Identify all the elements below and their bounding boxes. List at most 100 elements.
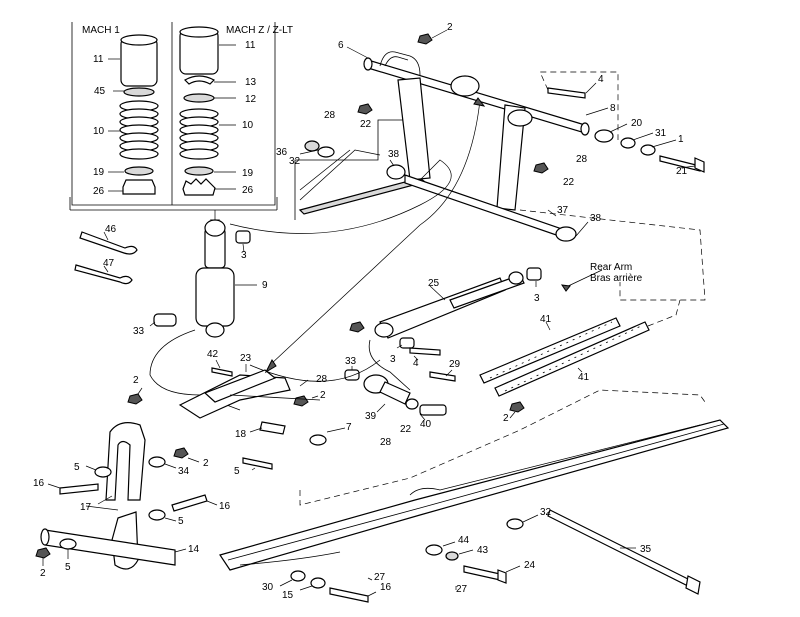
- callout-22b: 22: [563, 177, 575, 188]
- arrow-head-shock: [264, 359, 277, 374]
- callout-25: 25: [428, 278, 440, 289]
- washer-31: [620, 137, 636, 149]
- callout-21: 21: [676, 166, 688, 177]
- callout-22c: 22: [400, 424, 412, 435]
- bolt-4a: [547, 87, 586, 99]
- long-bolt-35: [547, 509, 691, 587]
- callout-3b: 3: [534, 293, 540, 304]
- washer-44: [425, 544, 443, 556]
- rear-axle-group: 5 2 34 16 17 16 5 14 2 5: [33, 422, 231, 579]
- bolt-29: [429, 371, 456, 382]
- callout-16a: 16: [33, 478, 45, 489]
- spacer-20: [594, 129, 614, 143]
- front-shock-body: [195, 267, 235, 327]
- callout-6: 6: [338, 40, 344, 51]
- support-bracket-upper: [105, 422, 146, 501]
- callout-17: 17: [80, 502, 92, 513]
- callout-7: 7: [346, 422, 352, 433]
- callout-10a: 10: [93, 126, 105, 137]
- washer-5c: [148, 509, 166, 521]
- callout-2d: 2: [503, 413, 509, 424]
- callout-29: 29: [449, 359, 461, 370]
- bolt-16c: [329, 587, 369, 603]
- rear-arm-bar-upper: [479, 317, 621, 384]
- callout-40: 40: [420, 419, 432, 430]
- callout-38a: 38: [388, 149, 400, 160]
- shaft-18: [259, 421, 286, 435]
- callout-45: 45: [94, 86, 106, 97]
- callout-3a: 3: [241, 250, 247, 261]
- callout-2e: 2: [203, 458, 209, 469]
- washer-30: [290, 570, 306, 582]
- callout-41b: 41: [578, 372, 590, 383]
- arrow-head-shaft: [473, 97, 486, 107]
- bolt-24: [463, 565, 501, 581]
- pivot-arm-23: [178, 374, 291, 419]
- washer-43: [445, 551, 459, 561]
- bolt-34: [242, 457, 273, 470]
- callout-5a: 5: [74, 462, 80, 473]
- slide-rail-group: 32 44 43 35 24 27 27 30 16 15: [219, 389, 730, 603]
- washer-19-machz: [184, 166, 214, 176]
- callout-14: 14: [188, 544, 200, 555]
- spanner-47: [74, 264, 133, 285]
- slide-rail: [219, 419, 730, 571]
- spanner-46: [79, 231, 138, 255]
- callout-31: 31: [655, 128, 667, 139]
- callout-24: 24: [524, 560, 536, 571]
- rear-arm-bar-lower: [494, 321, 650, 397]
- spacer-40: [419, 404, 447, 416]
- nut-2-rear: [349, 321, 365, 333]
- adjuster-ring-machz: [182, 178, 216, 196]
- callout-20: 20: [631, 118, 643, 129]
- nut-22b: [533, 162, 549, 174]
- callout-34: 5: [234, 466, 240, 477]
- callout-13: 13: [245, 77, 257, 88]
- callout-32b: 32: [540, 507, 552, 518]
- bushing-33b: [344, 369, 360, 381]
- front-arm-left: [397, 77, 431, 181]
- spring-machz: [179, 108, 219, 160]
- washer-32a: [317, 146, 335, 158]
- callout-28d: 28: [380, 437, 392, 448]
- rear-shock-rod: [449, 274, 525, 309]
- nut-2e: [173, 447, 189, 459]
- callout-15: 15: [282, 590, 294, 601]
- bushing-3a: [235, 230, 251, 244]
- washer-5d: [59, 538, 77, 550]
- upper-frame-assembly: 6 2 4 8 28 22 20 31 1 21 36 32 38 28 22 …: [276, 22, 706, 301]
- callout-3c: 3: [390, 354, 396, 365]
- callout-32a: 32: [289, 156, 301, 167]
- callout-23: 23: [240, 353, 252, 364]
- callout-19b: 19: [242, 168, 254, 179]
- clip-13: [184, 75, 215, 85]
- callout-27a: 27: [374, 572, 386, 583]
- callout-42: 42: [207, 349, 219, 360]
- bolt-4b: [409, 347, 441, 356]
- washer-7: [309, 434, 327, 446]
- washer-19-mach1: [124, 166, 154, 176]
- rear-arm-label: Rear Arm: [590, 262, 632, 273]
- routing-line-shock: [269, 99, 481, 366]
- callout-43: 43: [477, 545, 489, 556]
- callout-5b: 34: [178, 466, 190, 477]
- callout-26b: 26: [242, 185, 254, 196]
- bolt-42: [211, 367, 233, 377]
- bushing-38a: [386, 164, 406, 180]
- callout-2b: 2: [133, 375, 139, 386]
- callout-41a: 41: [540, 314, 552, 325]
- callout-5c: 5: [178, 516, 184, 527]
- callout-33a: 33: [133, 326, 145, 337]
- inset-title-mach1: MACH 1: [82, 25, 120, 36]
- callout-46: 46: [105, 224, 117, 235]
- spring-mach1: [119, 100, 159, 160]
- washer-5b: [148, 456, 166, 468]
- callout-2f: 2: [40, 568, 46, 579]
- callout-18: 18: [235, 429, 247, 440]
- callout-37: 37: [557, 205, 569, 216]
- callout-26a: 26: [93, 186, 105, 197]
- washer-15: [310, 577, 326, 589]
- spring-seat-mach1: [123, 87, 155, 97]
- front-arm-right: [496, 104, 526, 211]
